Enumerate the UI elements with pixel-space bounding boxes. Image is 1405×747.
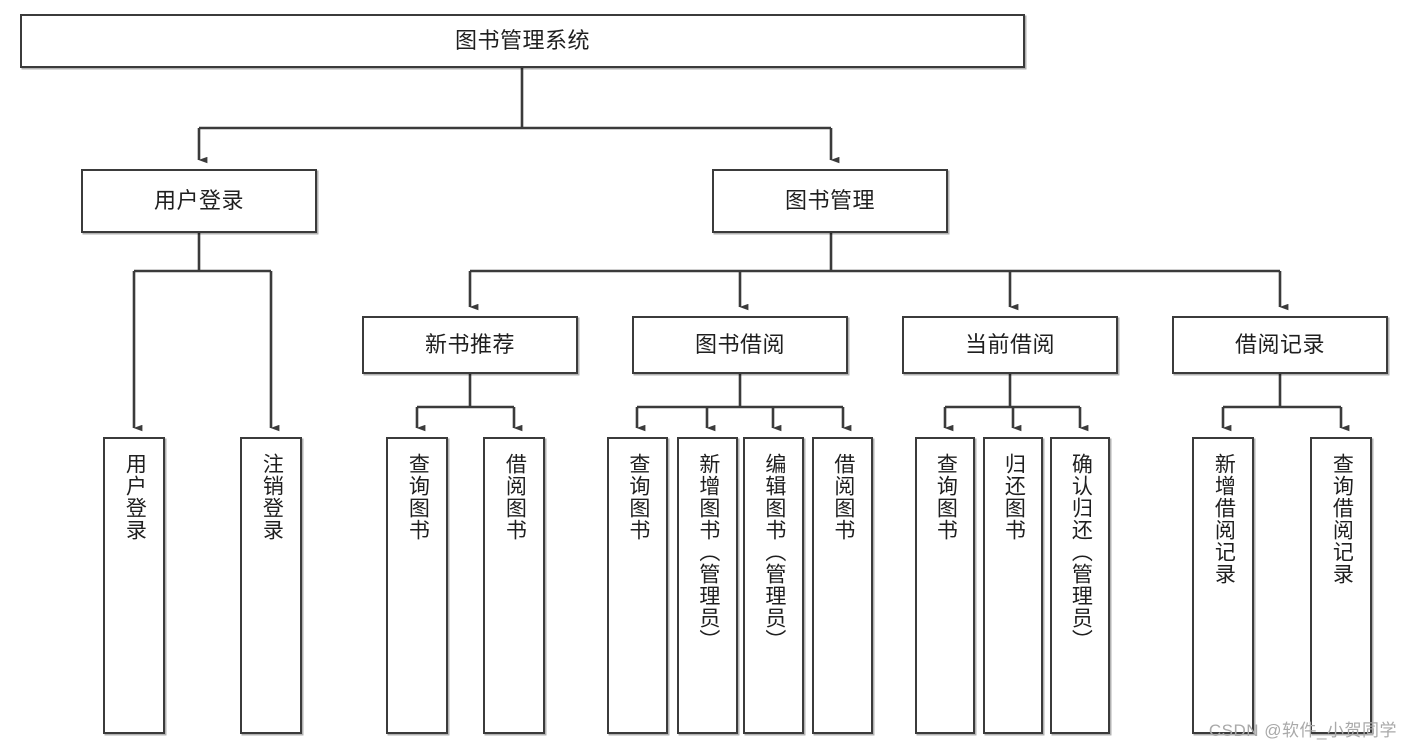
node-leaf-logout-label: 注销登录 xyxy=(260,453,284,541)
node-leaf-query-record-label: 查询借阅记录 xyxy=(1330,453,1354,585)
node-leaf-confirm-return[interactable]: 确认归还（管理员） xyxy=(1050,437,1110,734)
node-leaf-borrow-book-rec[interactable]: 借阅图书 xyxy=(483,437,545,734)
node-user-login[interactable]: 用户登录 xyxy=(81,169,317,233)
node-leaf-logout[interactable]: 注销登录 xyxy=(240,437,302,734)
node-leaf-borrow-book-label: 借阅图书 xyxy=(831,453,855,541)
node-current-borrow-label: 当前借阅 xyxy=(964,332,1055,357)
node-leaf-query-record[interactable]: 查询借阅记录 xyxy=(1310,437,1372,734)
node-leaf-query-book-rec[interactable]: 查询图书 xyxy=(386,437,448,734)
node-leaf-add-book[interactable]: 新增图书（管理员） xyxy=(677,437,738,734)
node-user-login-label: 用户登录 xyxy=(153,188,244,213)
node-book-manage[interactable]: 图书管理 xyxy=(712,169,948,233)
node-book-borrow[interactable]: 图书借阅 xyxy=(632,316,848,374)
node-leaf-add-record-label: 新增借阅记录 xyxy=(1212,453,1236,585)
node-borrow-record-label: 借阅记录 xyxy=(1234,332,1325,357)
node-leaf-add-record[interactable]: 新增借阅记录 xyxy=(1192,437,1254,734)
node-leaf-borrow-book[interactable]: 借阅图书 xyxy=(812,437,873,734)
node-leaf-query-book-rec-label: 查询图书 xyxy=(406,453,430,541)
node-leaf-query-book-borrow[interactable]: 查询图书 xyxy=(607,437,668,734)
node-book-manage-label: 图书管理 xyxy=(784,188,875,213)
node-root[interactable]: 图书管理系统 xyxy=(20,14,1025,68)
node-leaf-confirm-return-label: 确认归还（管理员） xyxy=(1069,453,1093,651)
node-leaf-query-book-cur-label: 查询图书 xyxy=(934,453,958,541)
node-leaf-query-book-cur[interactable]: 查询图书 xyxy=(915,437,975,734)
node-leaf-borrow-book-rec-label: 借阅图书 xyxy=(503,453,527,541)
node-new-book-rec[interactable]: 新书推荐 xyxy=(362,316,578,374)
node-book-borrow-label: 图书借阅 xyxy=(694,332,785,357)
node-leaf-user-login-label: 用户登录 xyxy=(123,453,147,541)
node-leaf-edit-book-label: 编辑图书（管理员） xyxy=(762,453,786,651)
csdn-watermark: CSDN @软件_小贺同学 xyxy=(1208,721,1397,740)
node-borrow-record[interactable]: 借阅记录 xyxy=(1172,316,1388,374)
node-root-label: 图书管理系统 xyxy=(454,28,590,53)
node-new-book-rec-label: 新书推荐 xyxy=(424,332,515,357)
node-leaf-add-book-label: 新增图书（管理员） xyxy=(696,453,720,651)
node-leaf-return-book-label: 归还图书 xyxy=(1002,453,1026,541)
node-leaf-edit-book[interactable]: 编辑图书（管理员） xyxy=(743,437,804,734)
node-current-borrow[interactable]: 当前借阅 xyxy=(902,316,1118,374)
node-leaf-query-book-borrow-label: 查询图书 xyxy=(626,453,650,541)
node-leaf-user-login[interactable]: 用户登录 xyxy=(103,437,165,734)
node-leaf-return-book[interactable]: 归还图书 xyxy=(983,437,1043,734)
